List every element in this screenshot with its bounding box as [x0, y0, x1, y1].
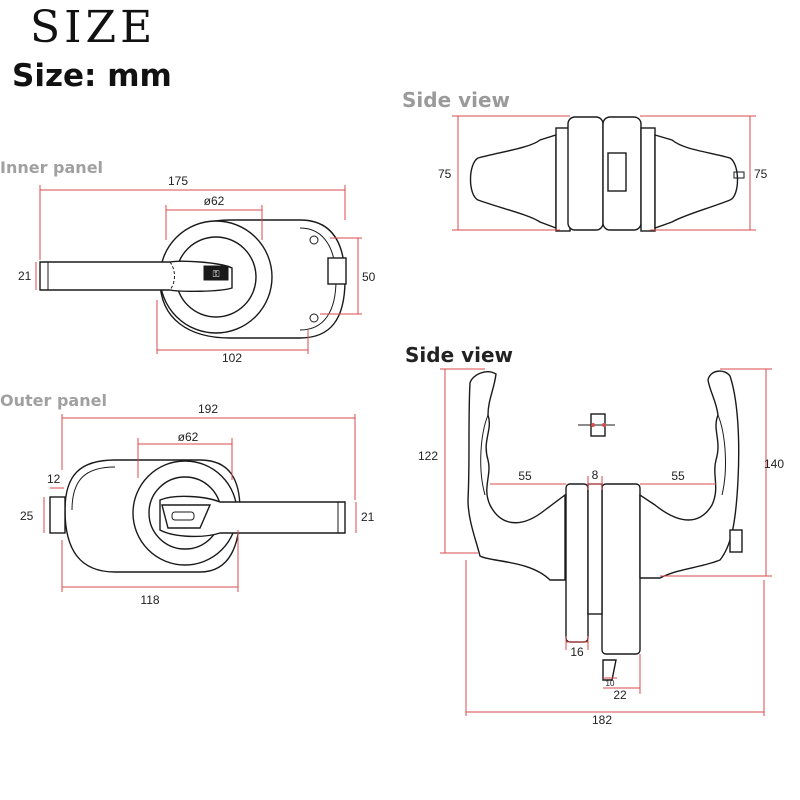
outer-body-width-text: 118	[140, 593, 159, 607]
side-top-right-height-text: 75	[754, 167, 768, 181]
side-bottom-latch	[602, 659, 617, 681]
outer-thumbturn-slot	[171, 511, 195, 521]
side-view-bottom-drawing: 122 140 55 8 55 16 10 22	[418, 368, 784, 727]
page-subtitle: Size: mm	[12, 58, 172, 94]
spindle-detail-icon	[578, 413, 615, 437]
outer-panel-drawing: 192 ø62 12 25 21 118	[20, 402, 375, 607]
side-bottom-left-lever	[467, 371, 566, 581]
side-bottom-total-width-text: 182	[592, 713, 612, 727]
side-bottom-right-rose	[601, 483, 641, 655]
inner-panel-label: Inner panel	[0, 158, 104, 177]
outer-height-right-text: 21	[361, 510, 375, 524]
outer-offset-text: 12	[47, 472, 61, 486]
side-bottom-right-grip-line	[717, 414, 726, 496]
inner-screw-top	[309, 235, 319, 245]
side-bottom-spindle-plate	[587, 483, 603, 615]
side-bottom-gap-text: 8	[592, 468, 599, 482]
inner-panel-drawing: ⚿ 175 ø62 21 50 102	[18, 174, 376, 365]
spindle-detail-pin-left	[591, 423, 595, 427]
inner-height-left-text: 21	[18, 269, 32, 283]
outer-thumbturn	[161, 504, 212, 529]
side-bottom-plate-text: 16	[570, 645, 584, 659]
key-icon: ⚿	[213, 270, 220, 280]
side-top-right-knob	[654, 134, 739, 229]
side-bottom-right-lever	[639, 370, 740, 579]
side-bottom-latch-text: 10	[606, 679, 615, 688]
side-bottom-left-height-text: 122	[418, 449, 438, 463]
side-top-spindle	[733, 171, 745, 179]
inner-latch-box	[327, 257, 347, 285]
side-view-top-drawing: 75 75	[438, 115, 768, 232]
side-top-latch-window	[607, 152, 627, 192]
inner-handle-joint	[169, 261, 175, 291]
side-bottom-right-height-text: 140	[764, 457, 784, 471]
spindle-detail-pin-right	[602, 423, 606, 427]
side-top-left-height-text: 75	[438, 167, 452, 181]
inner-body-width-text: 102	[222, 351, 242, 365]
outer-width-text: 192	[198, 402, 218, 416]
side-bottom-latch-total-text: 22	[613, 688, 627, 702]
outer-body-rim	[71, 466, 116, 511]
side-bottom-right-reach-text: 55	[671, 469, 685, 483]
side-top-left-knob	[469, 134, 557, 230]
inner-screw-bottom	[309, 313, 319, 323]
side-bottom-button	[729, 529, 743, 553]
inner-width-text: 175	[168, 174, 188, 188]
side-bottom-left-rose	[565, 483, 589, 643]
side-view-top-label: Side view	[402, 88, 511, 112]
page-title: SIZE	[30, 2, 157, 53]
inner-bore-text: ø62	[204, 194, 225, 208]
side-bottom-left-reach-text: 55	[518, 469, 532, 483]
side-top-right-flange	[640, 127, 656, 232]
outer-height-left-text: 25	[20, 509, 34, 523]
inner-key-cylinder	[203, 265, 229, 281]
outer-latch-box	[49, 496, 66, 534]
outer-bore-text: ø62	[178, 430, 199, 444]
outer-panel-label: Outer panel	[0, 391, 107, 410]
side-bottom-left-grip-line	[480, 414, 489, 496]
inner-height-right-text: 50	[362, 270, 376, 284]
side-view-bottom-label: Side view	[405, 343, 514, 367]
side-top-left-rose	[567, 116, 604, 231]
inner-handle	[39, 260, 233, 293]
